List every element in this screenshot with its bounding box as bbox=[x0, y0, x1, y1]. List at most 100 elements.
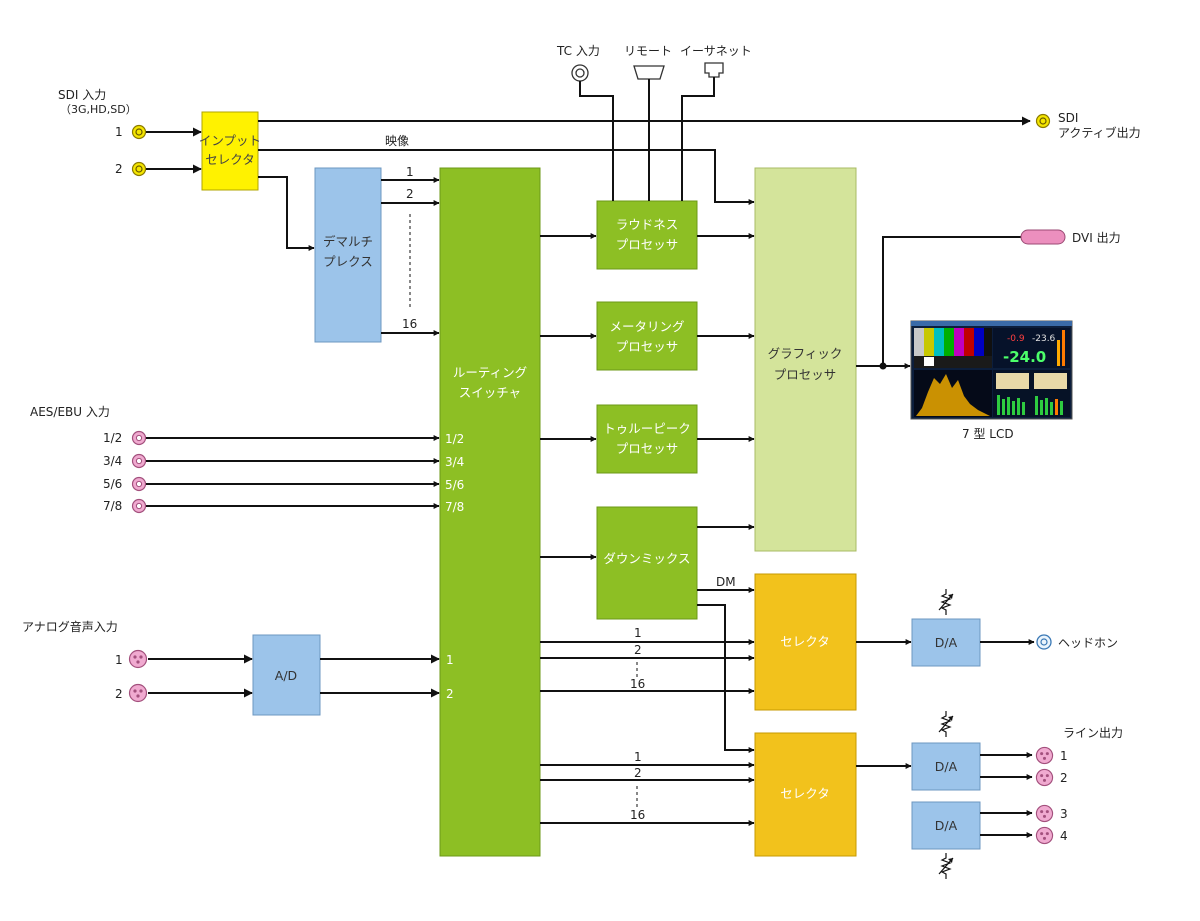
ethernet-connector-icon bbox=[704, 62, 724, 78]
input-selector-label: インプット bbox=[199, 133, 261, 148]
tc-connector-icon bbox=[571, 64, 589, 82]
aes-connector-icon bbox=[131, 430, 147, 446]
aes-port-label: 1/2 bbox=[103, 431, 122, 445]
selector-channel-label: 1 bbox=[634, 750, 642, 764]
line-port-label: 1 bbox=[1060, 749, 1068, 763]
headphone-output-label: ヘッドホン bbox=[1058, 636, 1118, 650]
routing-switcher-block: ルーティング スイッチャ bbox=[439, 167, 541, 857]
signal-lines bbox=[146, 77, 1035, 838]
line-da-block-1: D/A bbox=[911, 742, 981, 791]
video-signal-label: 映像 bbox=[385, 134, 409, 148]
remote-label: リモート bbox=[624, 44, 672, 58]
lcd-value-b: -23.6 bbox=[1032, 334, 1056, 344]
selector-channel-label: 16 bbox=[630, 677, 645, 691]
dvi-connector-icon bbox=[1020, 229, 1066, 245]
sdi-output-title: SDI bbox=[1058, 111, 1078, 125]
demux-channel-label: 2 bbox=[406, 187, 414, 201]
demux-channel-label: 16 bbox=[402, 317, 417, 331]
analog-channel-label: 2 bbox=[446, 687, 454, 701]
routing-switcher-label: ルーティング bbox=[453, 365, 527, 380]
metering-processor-label: メータリング bbox=[609, 319, 684, 334]
truepeak-processor-label: トゥルーピーク bbox=[603, 421, 691, 436]
xlr-connector-icon bbox=[1035, 746, 1054, 765]
demux-label: プレクス bbox=[323, 254, 373, 269]
line-port-label: 2 bbox=[1060, 771, 1068, 785]
aes-input-title: AES/EBU 入力 bbox=[30, 405, 110, 419]
xlr-connector-icon bbox=[1035, 826, 1054, 845]
aes-port-label: 7/8 bbox=[103, 499, 122, 513]
sdi-input-subtitle: （3G,HD,SD） bbox=[60, 103, 137, 116]
loudness-processor-label: プロセッサ bbox=[616, 237, 679, 252]
input-selector-block: インプット セレクタ bbox=[199, 111, 261, 191]
line-selector-block: セレクタ bbox=[754, 732, 857, 857]
aes-channel-label: 5/6 bbox=[445, 478, 464, 492]
sdi-port-label: 2 bbox=[115, 162, 123, 176]
routing-switcher-label: スイッチャ bbox=[459, 385, 521, 400]
potentiometer-icon bbox=[938, 588, 954, 616]
xlr-connector-icon bbox=[128, 683, 148, 703]
sdi-port-label: 1 bbox=[115, 125, 123, 139]
xlr-connector-icon bbox=[1035, 768, 1054, 787]
aes-connector-icon bbox=[131, 476, 147, 492]
potentiometer-icon bbox=[938, 710, 954, 738]
dvi-output-label: DVI 出力 bbox=[1072, 231, 1121, 245]
ad-label: A/D bbox=[275, 668, 297, 683]
tc-input-label: TC 入力 bbox=[556, 44, 600, 58]
analog-port-label: 2 bbox=[115, 687, 123, 701]
line-port-label: 3 bbox=[1060, 807, 1068, 821]
potentiometer-icon bbox=[938, 852, 954, 880]
metering-processor-block: メータリング プロセッサ bbox=[596, 301, 698, 371]
graphic-processor-block: グラフィック プロセッサ bbox=[754, 167, 857, 552]
aes-port-label: 5/6 bbox=[103, 477, 122, 491]
lcd-label: 7 型 LCD bbox=[962, 427, 1014, 441]
analog-port-label: 1 bbox=[115, 653, 123, 667]
sdi-connector-icon bbox=[131, 124, 147, 140]
sdi-input-title: SDI 入力 bbox=[58, 88, 106, 102]
lcd-loudness-value: -24.0 bbox=[1003, 348, 1046, 366]
sdi-output-subtitle: アクティブ出力 bbox=[1058, 125, 1141, 140]
xlr-connector-icon bbox=[128, 649, 148, 669]
lcd-value-a: -0.9 bbox=[1007, 334, 1025, 344]
selector-channel-label: 16 bbox=[630, 808, 645, 822]
headphone-selector-block: セレクタ bbox=[754, 573, 857, 711]
ethernet-label: イーサネット bbox=[680, 44, 752, 58]
analog-input-title: アナログ音声入力 bbox=[22, 619, 118, 634]
graphic-processor-label: グラフィック bbox=[768, 346, 843, 361]
downmix-block: ダウンミックス bbox=[596, 506, 698, 620]
input-selector-label: セレクタ bbox=[205, 152, 255, 167]
da-label: D/A bbox=[935, 635, 958, 650]
xlr-connector-icon bbox=[1035, 804, 1054, 823]
aes-port-label: 3/4 bbox=[103, 454, 122, 468]
line-port-label: 4 bbox=[1060, 829, 1068, 843]
metering-processor-label: プロセッサ bbox=[616, 339, 679, 354]
lcd-meters bbox=[993, 370, 1070, 417]
remote-connector-icon bbox=[633, 65, 665, 80]
lcd-screen: -0.9 -23.6 -24.0 bbox=[910, 320, 1073, 420]
sdi-output-connector-icon bbox=[1035, 113, 1051, 129]
aes-channel-label: 7/8 bbox=[445, 500, 464, 514]
ad-block: A/D bbox=[252, 634, 321, 716]
selector-channel-label: 1 bbox=[634, 626, 642, 640]
selector-label: セレクタ bbox=[780, 634, 830, 649]
loudness-processor-block: ラウドネス プロセッサ bbox=[596, 200, 698, 270]
headphone-da-block: D/A bbox=[911, 618, 981, 667]
truepeak-processor-block: トゥルーピーク プロセッサ bbox=[596, 404, 698, 474]
demux-label: デマルチ bbox=[323, 234, 373, 249]
aes-connector-icon bbox=[131, 498, 147, 514]
lcd-color-bars bbox=[914, 328, 992, 368]
aes-channel-label: 3/4 bbox=[445, 455, 464, 469]
da-label: D/A bbox=[935, 759, 958, 774]
dm-signal-label: DM bbox=[716, 575, 736, 589]
da-label: D/A bbox=[935, 818, 958, 833]
analog-channel-label: 1 bbox=[446, 653, 454, 667]
selector-label: セレクタ bbox=[780, 786, 830, 801]
loudness-processor-label: ラウドネス bbox=[616, 217, 679, 232]
truepeak-processor-label: プロセッサ bbox=[616, 441, 679, 456]
aes-connector-icon bbox=[131, 453, 147, 469]
headphone-connector-icon bbox=[1036, 634, 1052, 650]
selector-channel-label: 2 bbox=[634, 766, 642, 780]
line-output-title: ライン出力 bbox=[1063, 726, 1123, 740]
downmix-label: ダウンミックス bbox=[603, 551, 690, 566]
line-da-block-2: D/A bbox=[911, 801, 981, 850]
